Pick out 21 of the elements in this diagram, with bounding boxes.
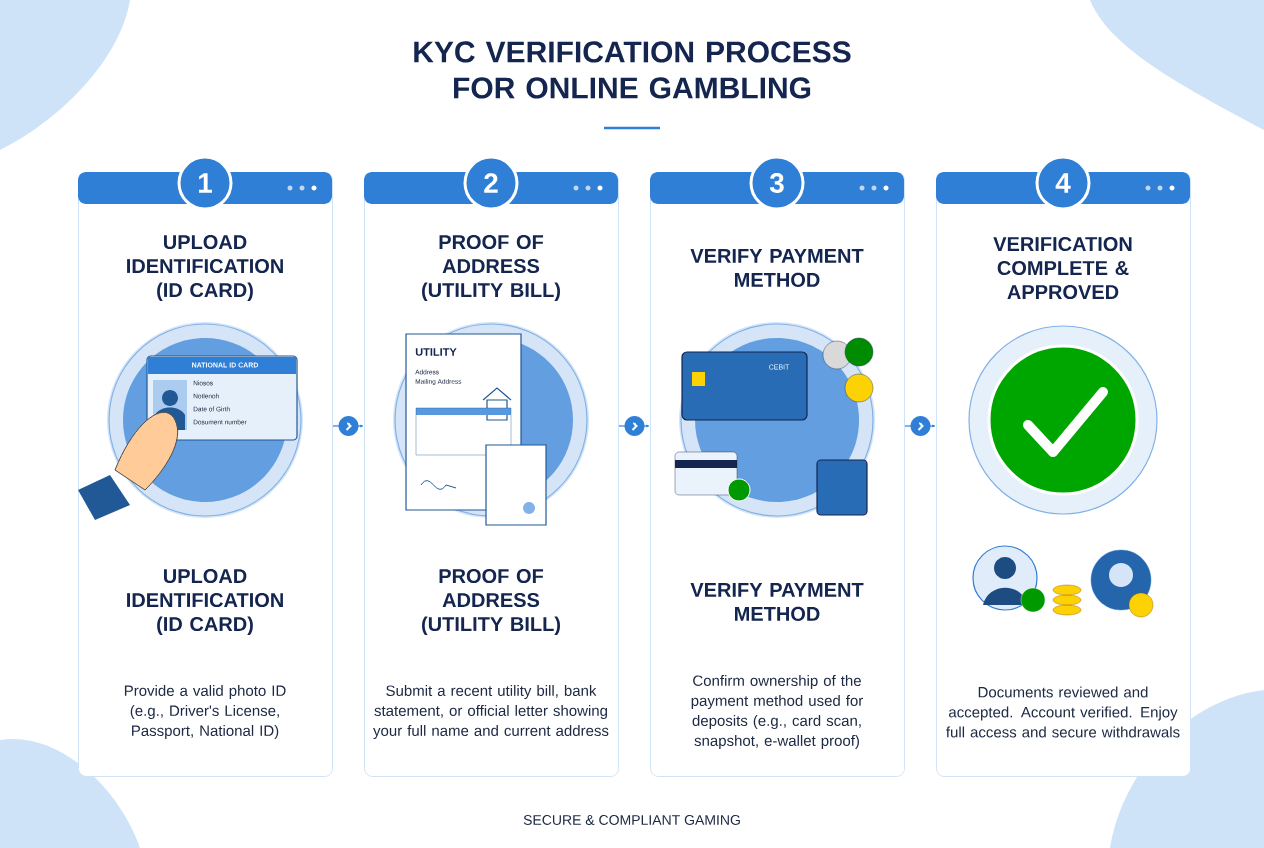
step-number: 4 xyxy=(1035,155,1091,211)
step-heading: PROOF OF ADDRESS (UTILITY BILL) xyxy=(422,568,560,636)
step-heading: VERIFY PAYMENT METHOD xyxy=(690,583,864,621)
title: KYC VERIFICATION PROCESS FOR ONLINE GAMBLING xyxy=(414,41,851,99)
caption: SECURE & COMPLIANT GAMING xyxy=(523,815,740,825)
step-description: Confirm ownership of the payment method used for deposits (e.g., card scan, snapshot, e-wallet proof) xyxy=(691,675,863,749)
arrow xyxy=(332,416,364,436)
step-description: Submit a recent utility bill, bank statement, or official letter showing your full name and current address xyxy=(373,685,609,739)
step-number: 3 xyxy=(749,155,805,211)
step-heading: UPLOAD IDENTIFICATION (ID CARD) xyxy=(127,568,283,636)
arrow xyxy=(904,416,936,436)
step-number: 1 xyxy=(177,155,233,211)
step-number: 2 xyxy=(463,155,519,211)
step-heading: PROOF OF ADDRESS (UTILITY BILL) xyxy=(422,234,560,302)
arrow xyxy=(618,416,650,436)
step-description: Documents reviewed and accepted. Account verified. Enjoy full access and secure withdrawals xyxy=(946,686,1180,738)
step-heading: VERIFY PAYMENT METHOD xyxy=(690,249,864,287)
step-heading: UPLOAD IDENTIFICATION (ID CARD) xyxy=(127,234,283,302)
step-description: Provide a valid photo ID (e.g., Driver's License, Passport, National ID) xyxy=(124,685,286,739)
step-heading: VERIFICATION COMPLETE & APPROVED xyxy=(993,236,1132,300)
card-text: UTILITY xyxy=(415,348,457,356)
